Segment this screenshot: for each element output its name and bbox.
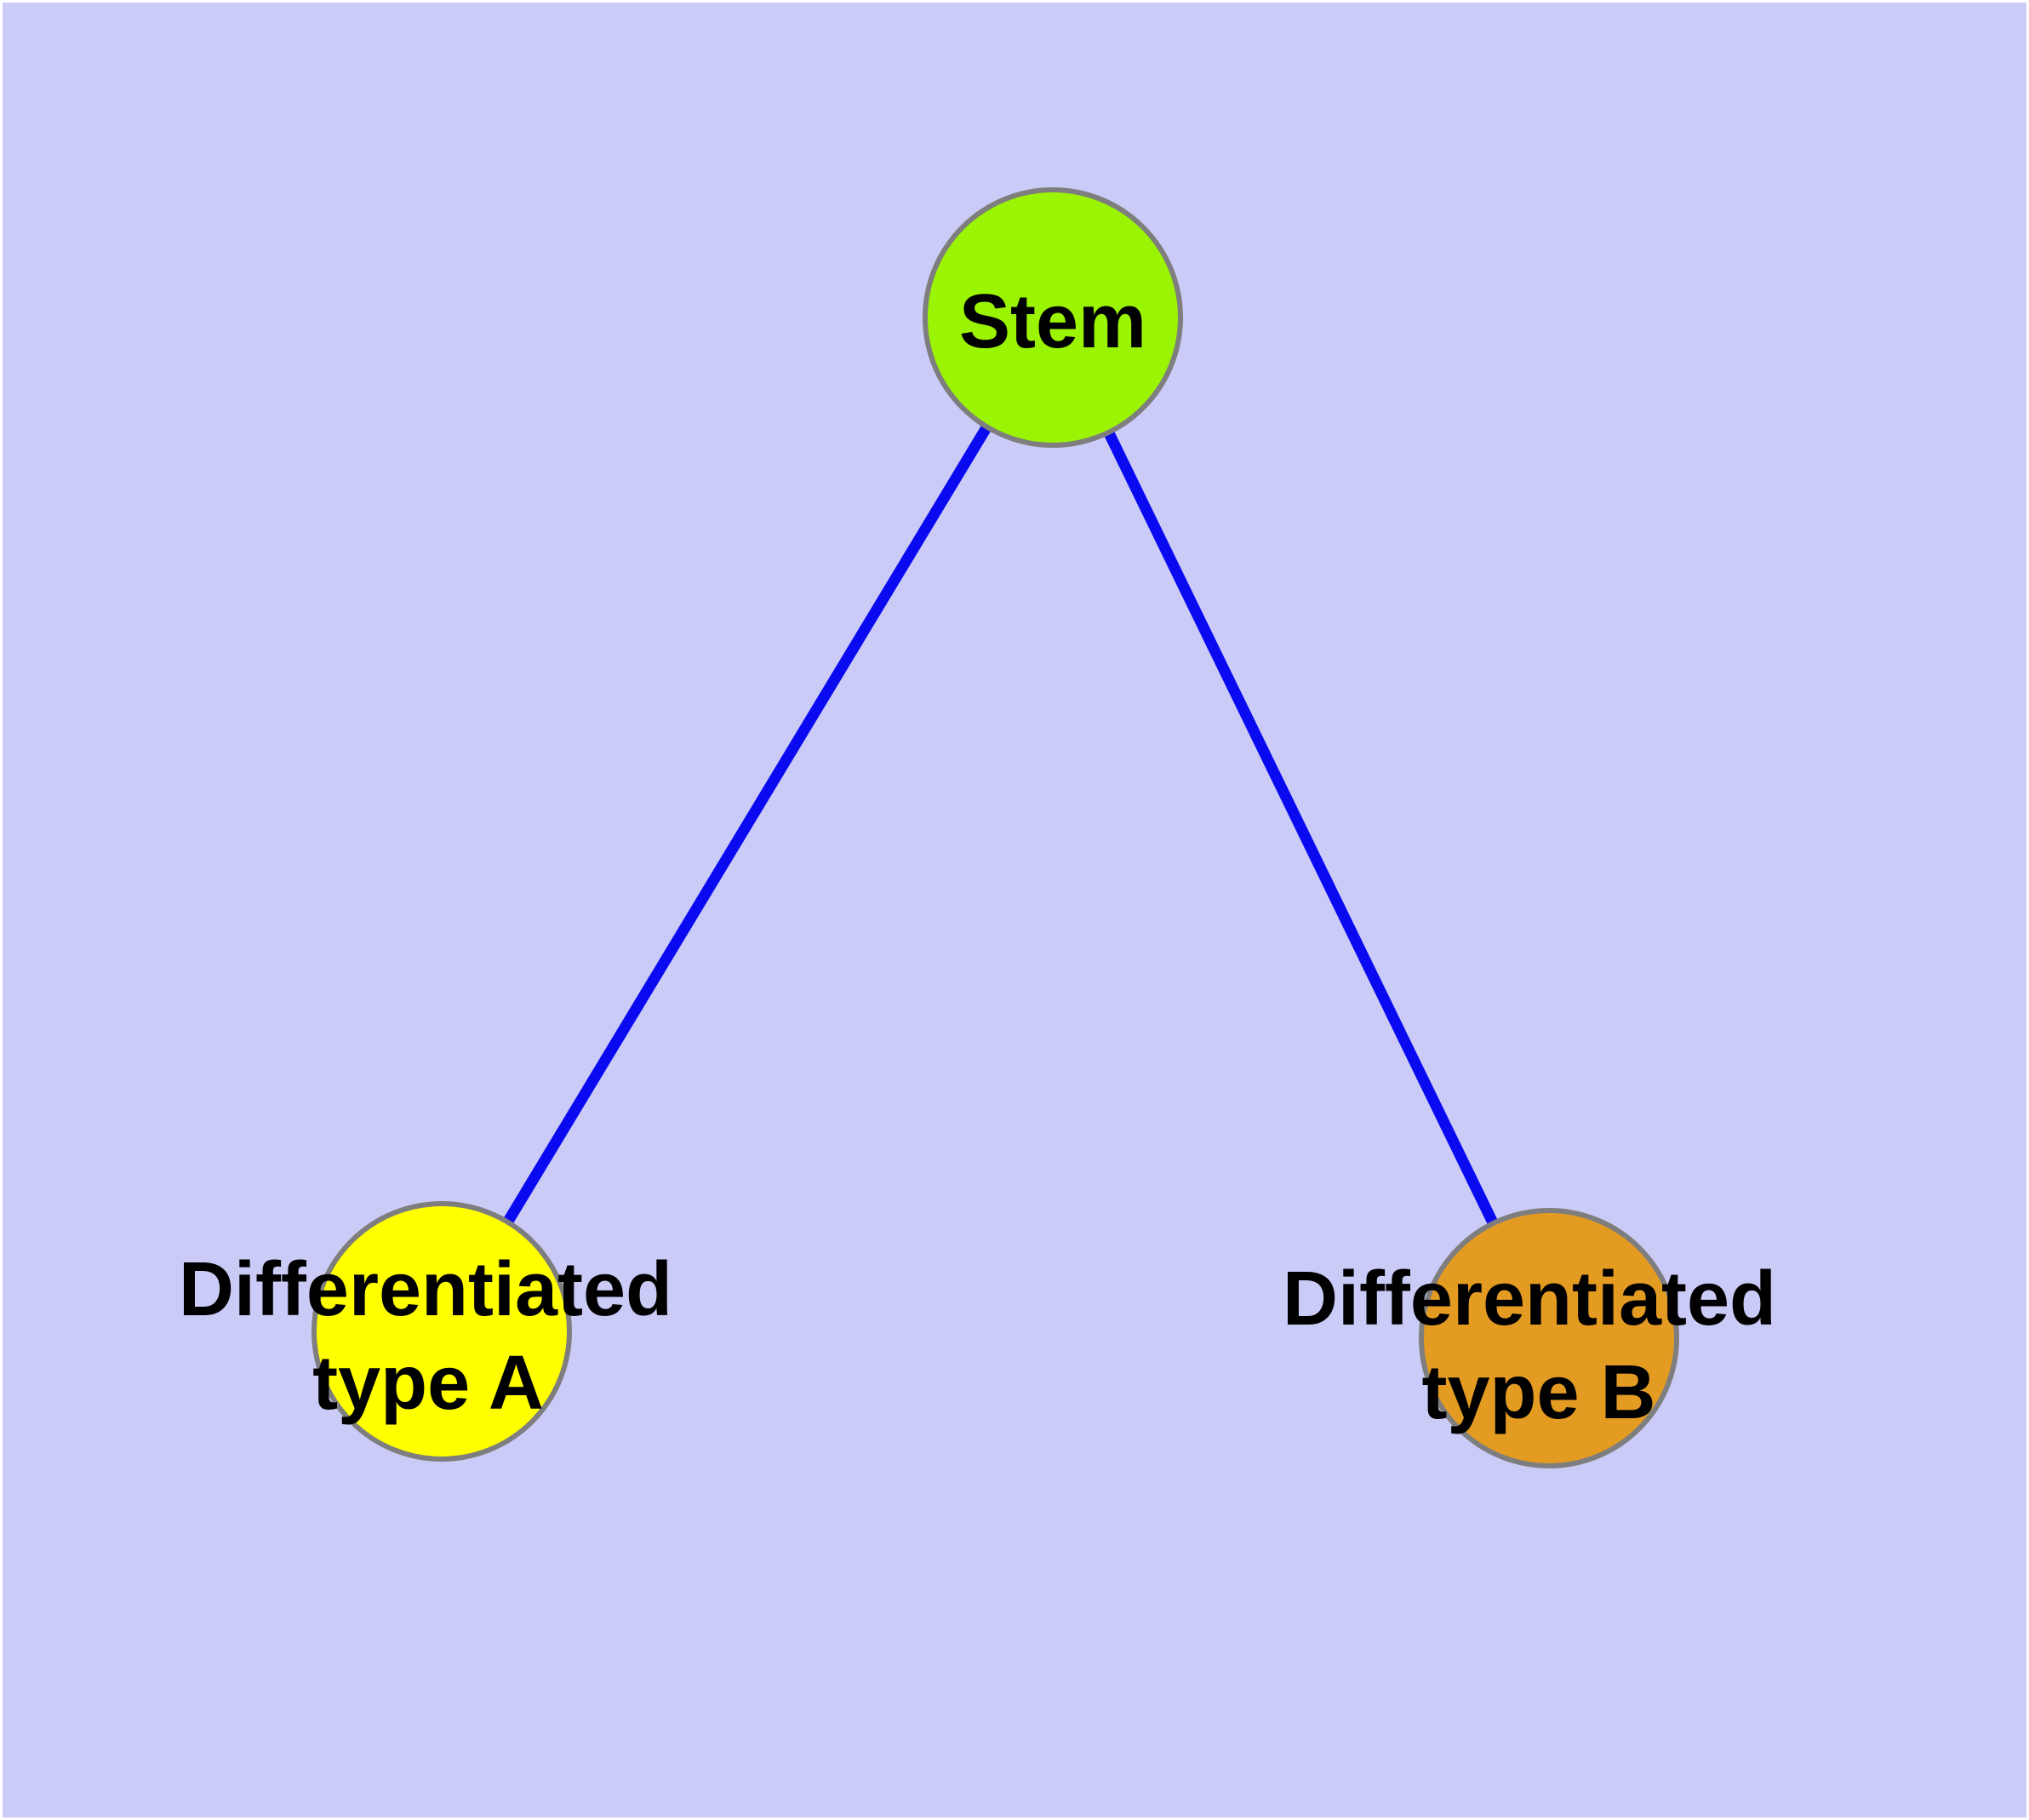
node-stem-label: Stem	[959, 279, 1146, 364]
node-differentiated-type-b	[1419, 1208, 1679, 1468]
node-stem	[923, 187, 1183, 448]
edge-stem-to-type-a	[436, 312, 1059, 1337]
node-type-a-label-line2: type A	[312, 1341, 544, 1426]
node-type-b-label-line1: Differentiated	[1283, 1256, 1776, 1342]
node-differentiated-type-a	[311, 1201, 572, 1462]
edge-stem-to-type-b	[1047, 312, 1555, 1344]
node-type-b-label-line2: type B	[1421, 1350, 1655, 1435]
node-type-a-label-line1: Differentiated	[179, 1247, 672, 1332]
